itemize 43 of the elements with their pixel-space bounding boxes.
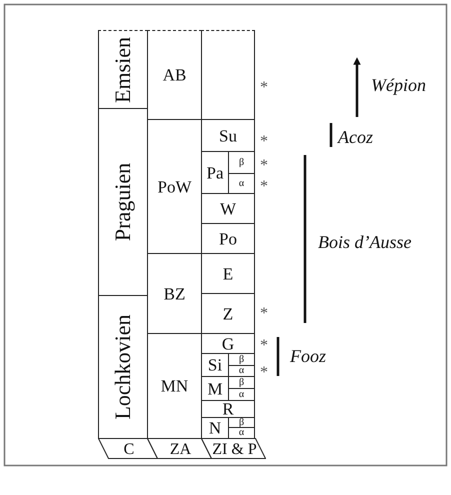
unit-label: α	[238, 428, 244, 438]
stage-name: Praguien	[112, 162, 134, 242]
unit-label: M	[207, 380, 223, 397]
unit-label: C	[124, 442, 134, 458]
stage-name: Lochkovien	[112, 314, 134, 420]
unit-label: PoW	[158, 178, 192, 195]
unit-label: MN	[160, 378, 188, 394]
column-header	[98, 438, 158, 459]
sample-mark: *	[260, 179, 268, 195]
unit-label: Pa	[206, 164, 224, 181]
unit-label: BZ	[164, 285, 186, 302]
unit-label: G	[222, 335, 234, 352]
unit-label: N	[208, 420, 222, 436]
unit-label: W	[220, 200, 236, 217]
sample-mark: *	[260, 338, 268, 354]
unit-label: α	[238, 390, 244, 400]
sample-mark: *	[260, 365, 268, 381]
formation-name: Fooz	[290, 347, 326, 365]
unit-label: Si	[208, 356, 222, 374]
unit-label: Po	[219, 230, 237, 247]
sample-mark: *	[260, 306, 268, 322]
sample-mark: *	[260, 80, 268, 96]
unit-label: β	[238, 158, 244, 168]
unit-label: ZA	[170, 442, 192, 458]
unit-label: R	[222, 400, 234, 418]
formation-name: Acoz	[338, 128, 373, 146]
formation-name: Bois d’Ausse	[318, 233, 412, 251]
unit-label: β	[238, 354, 244, 364]
stage-name: Emsien	[112, 36, 134, 102]
unit-label: α	[238, 366, 244, 376]
unit-label: E	[222, 265, 234, 282]
unit-label: α	[238, 178, 244, 188]
unit-label: β	[238, 378, 244, 388]
column-header	[201, 438, 266, 459]
unit-label: Su	[219, 127, 237, 144]
sample-mark: *	[260, 134, 268, 150]
unit-label: AB	[162, 66, 186, 84]
formation-name: Wépion	[371, 76, 426, 94]
unit-label: β	[238, 418, 244, 428]
unit-label: ZI & P	[212, 442, 257, 458]
sample-mark: *	[260, 158, 268, 174]
table-cell	[98, 30, 148, 109]
unit-label: Z	[222, 305, 234, 322]
